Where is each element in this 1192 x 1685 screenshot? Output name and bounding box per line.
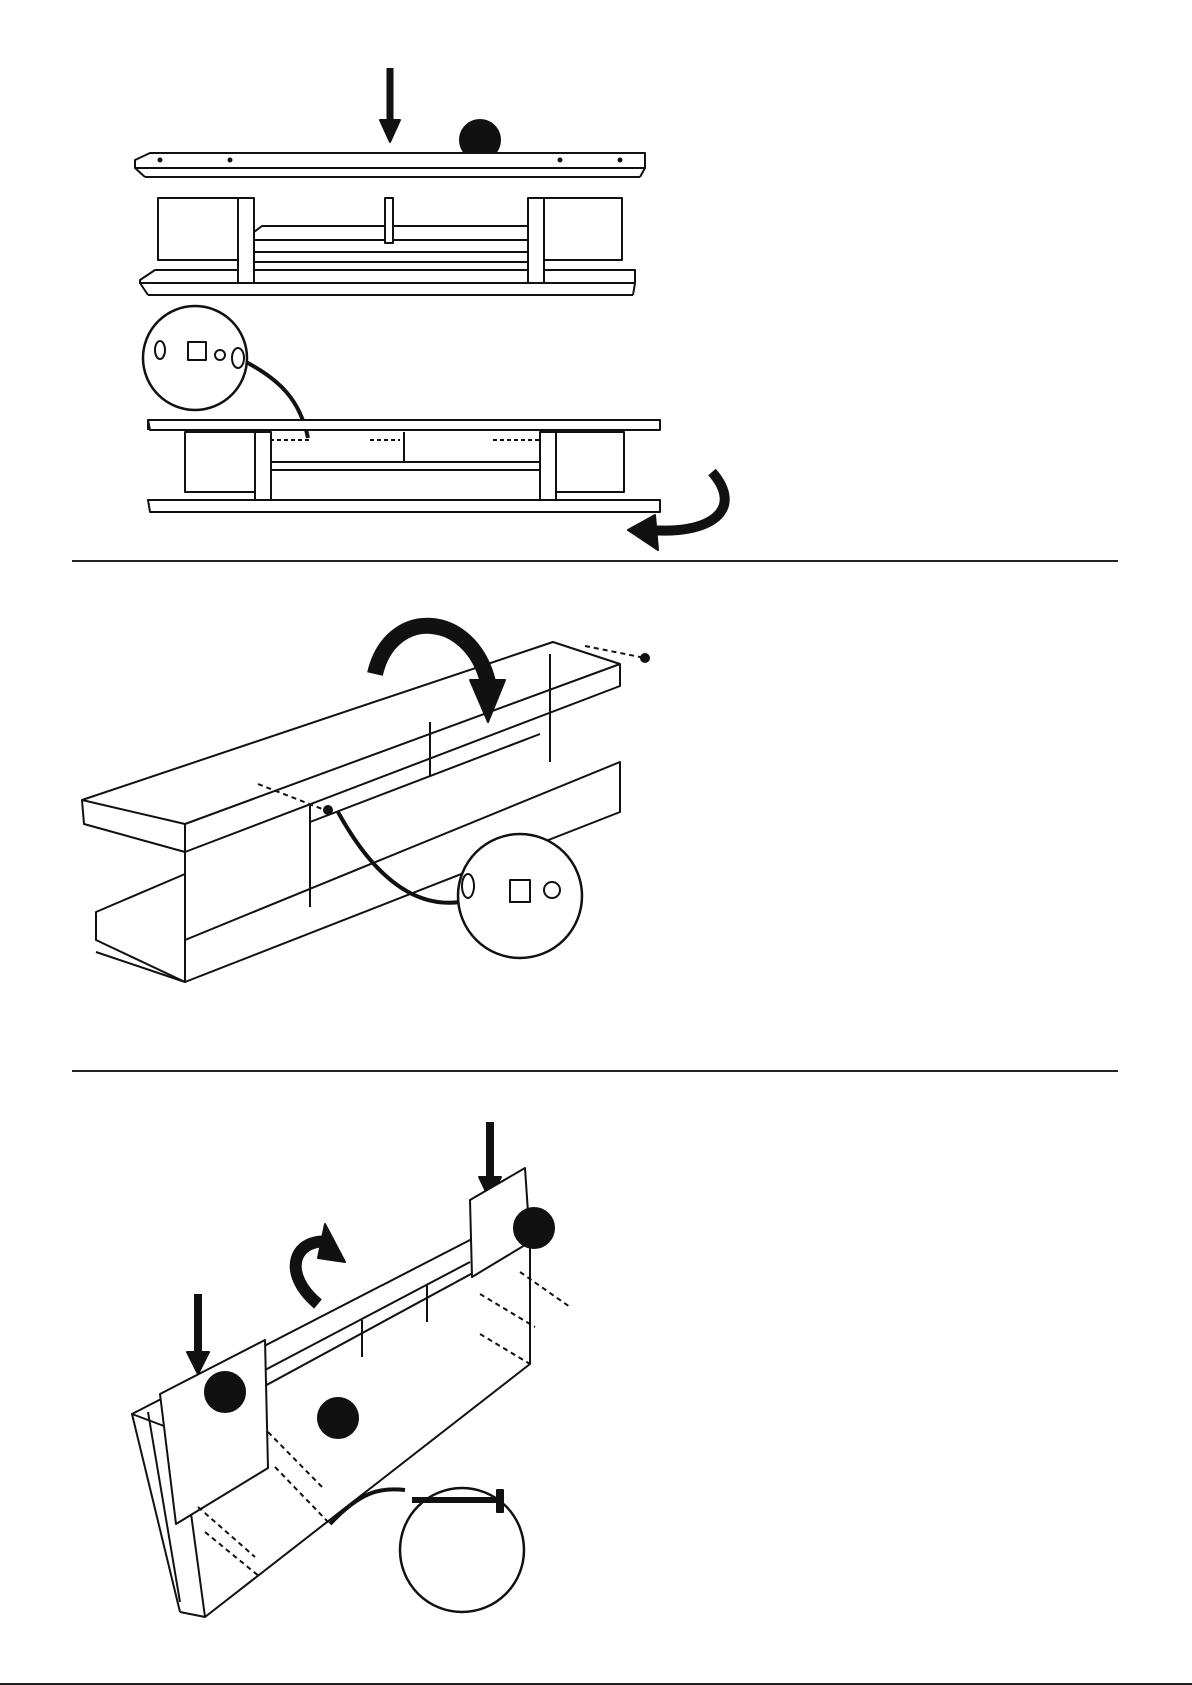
assembled-frame-inverted: [148, 420, 660, 512]
curved-arrow-icon: [296, 1224, 345, 1304]
down-arrow-icon: [380, 68, 400, 142]
part-marker-icon: [318, 1398, 358, 1438]
step-1-illustration: [0, 0, 1192, 560]
magnifier-callout-icon: [330, 1488, 524, 1612]
step-2-panel: [0, 562, 1192, 1070]
part-marker-icon: [514, 1208, 554, 1248]
step-3-panel: [0, 1072, 1192, 1685]
step-3-illustration: [0, 1072, 1192, 1685]
shelf-frame: [140, 198, 635, 295]
step-2-illustration: [0, 562, 1192, 1070]
part-marker-icon: [205, 1372, 245, 1412]
top-panel: [135, 153, 645, 177]
magnifier-callout-icon: [338, 812, 582, 958]
step-1-panel: [0, 0, 1192, 560]
down-arrow-icon: [187, 1294, 209, 1374]
magnifier-callout-icon: [143, 306, 308, 438]
